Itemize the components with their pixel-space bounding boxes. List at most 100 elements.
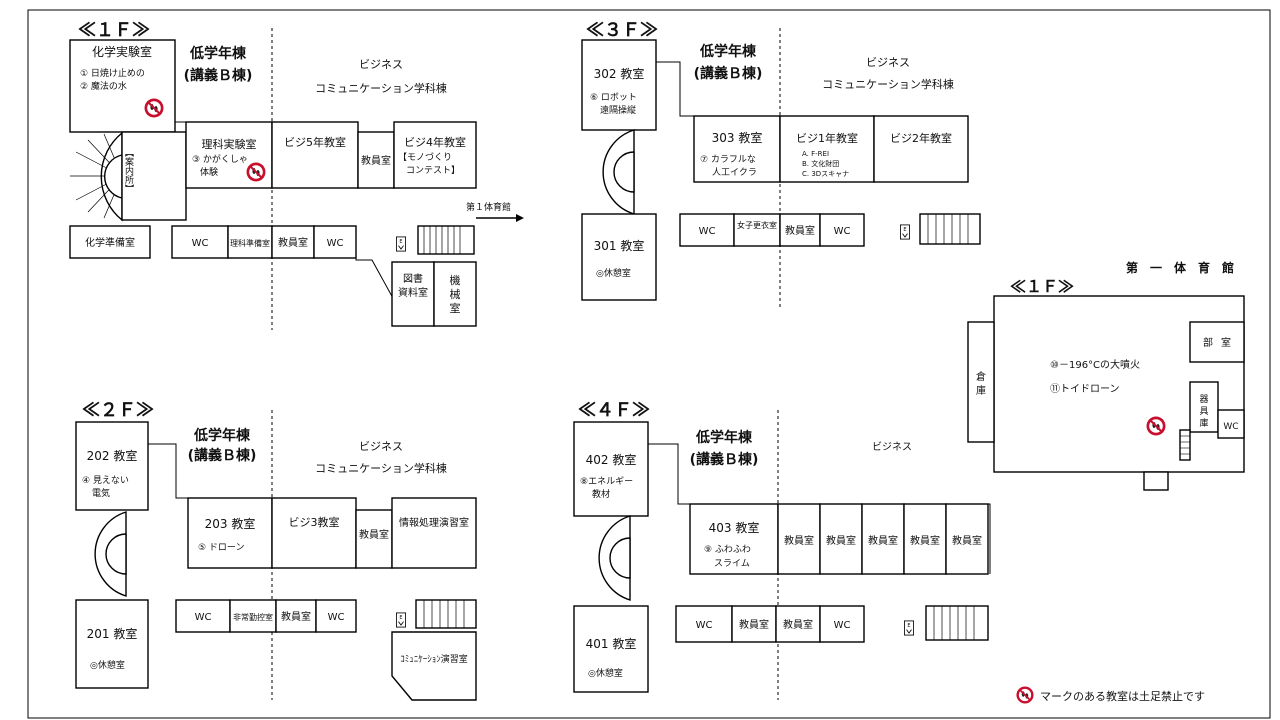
floor-1f-header: ≪１Ｆ≫ — [78, 20, 150, 41]
biz-label-1: ビジネス — [359, 440, 403, 453]
no-shoes-icon — [246, 162, 266, 182]
science-lab-note-1: ③ かがくしゃ — [192, 153, 248, 165]
club-label-2: 室 — [1221, 336, 1231, 349]
elevator-icon — [900, 224, 910, 240]
room-303-label: 303 教室 — [712, 130, 763, 145]
low-grade-label-1: 低学年棟 — [695, 429, 753, 446]
biz-label-2: コミュニケーション学科棟 — [822, 77, 954, 91]
page-frame — [27, 9, 1271, 719]
wc-4f-b — [819, 605, 865, 643]
elevator-icon — [396, 612, 406, 628]
biji3-label: ビジ3教室 — [289, 515, 340, 529]
monozukuri-1: 【モノづくり — [398, 152, 452, 163]
biji1-label: ビジ1年教室 — [796, 131, 858, 145]
gym-wc — [1217, 409, 1245, 439]
low-grade-label-2: (講義Ｂ棟) — [690, 451, 759, 468]
biji1-note-b: B. 文化財団 — [802, 159, 839, 168]
room-staff-1f — [357, 131, 395, 189]
monozukuri-2: コンテスト】 — [406, 165, 460, 176]
biz-label-1: ビジネス — [872, 441, 912, 453]
info-label: 【案内所】 — [123, 148, 134, 193]
room-library — [391, 261, 435, 327]
wc-1f-b — [313, 225, 357, 259]
chem-lab-label: 化学実験室 — [92, 44, 152, 59]
storage-label-1: 倉 — [976, 370, 986, 383]
club-room — [1189, 321, 1245, 363]
room-402-note-2: 教材 — [592, 488, 610, 500]
wc-3f-b — [819, 213, 865, 247]
room-biji4 — [393, 121, 477, 189]
biz-label-2: コミュニケーション学科棟 — [315, 461, 447, 475]
gym-1: 第 一 体 育 館 ≪１Ｆ≫ 倉 庫 ⑩－196°Cの大噴火 ⑪トイドローン 部… — [967, 260, 1245, 491]
room-203-note: ⑤ ドローン — [198, 543, 244, 553]
stairs-4f — [925, 605, 989, 641]
gym-event-2: ⑪トイドローン — [1050, 383, 1120, 395]
wc-label-2: WC — [834, 620, 851, 631]
machine-label-3: 室 — [450, 301, 461, 315]
room-301-note: ◎休憩室 — [596, 267, 631, 279]
machine-label-2: 械 — [450, 287, 461, 301]
info-booth — [121, 131, 187, 221]
legend-text: マークのある教室は土足禁止です — [1040, 689, 1205, 703]
floor-3f-header: ≪３Ｆ≫ — [586, 20, 658, 41]
room-403-note-2: スライム — [714, 558, 750, 569]
floor-1f: ≪１Ｆ≫ 化学実験室 ① 日焼け止めの ② 魔法の水 低学年棟 (講義Ｂ棟) ビ… — [69, 20, 524, 330]
room-302-label: 302 教室 — [594, 66, 645, 81]
room-staff-4f-d — [903, 503, 947, 575]
wc-4f-a — [675, 605, 733, 643]
low-grade-label-2: (講義Ｂ棟) — [188, 447, 257, 464]
wc-label: WC — [696, 620, 713, 631]
wc-label: WC — [195, 612, 212, 623]
elevator-icon — [396, 236, 406, 252]
staff-label-2: 教員室 — [281, 610, 311, 623]
room-201-note: ◎休憩室 — [90, 659, 125, 671]
legend: マークのある教室は土足禁止です — [1016, 686, 1205, 704]
staff-label-2: 教員室 — [278, 236, 308, 249]
room-401-label: 401 教室 — [586, 636, 637, 651]
wc-1f-a — [171, 225, 229, 259]
library-label-1: 図書 — [403, 272, 423, 285]
staff-label-g: 教員室 — [783, 618, 813, 631]
room-202 — [75, 421, 149, 511]
storage-label-2: 庫 — [976, 384, 986, 397]
science-lab-label: 理科実験室 — [202, 137, 257, 151]
elevator-icon — [904, 620, 914, 636]
biji1-note-a: A. F-REI — [802, 150, 829, 158]
room-402-label: 402 教室 — [586, 452, 637, 467]
biji2-label: ビジ2年教室 — [890, 131, 952, 145]
room-301 — [581, 213, 657, 301]
room-402 — [573, 421, 649, 517]
stairs-2f — [415, 599, 477, 629]
room-staff-1f-b — [271, 225, 315, 259]
floor-3f: ≪３Ｆ≫ 302 教室 ⑥ ロボット 遠隔操縦 低学年棟 (講義Ｂ棟) ビジネス… — [581, 20, 981, 310]
comm-lab-label: ｺﾐｭﾆｹｰｼｮﾝ演習室 — [400, 653, 468, 665]
room-nurse — [229, 599, 277, 633]
gym-wc-label: WC — [1223, 422, 1238, 432]
equip-label-3: 庫 — [1199, 417, 1208, 429]
biji1-note-c: C. 3Dスキャナ — [802, 170, 849, 178]
floor-4f: ≪４Ｆ≫ 402 教室 ⑧エネルギー 教材 低学年棟 (講義Ｂ棟) ビジネス 4… — [573, 400, 991, 700]
staff-label-e: 教員室 — [952, 534, 982, 547]
low-grade-label-2: (講義Ｂ棟) — [694, 65, 763, 82]
biz-label-1: ビジネス — [359, 58, 403, 71]
room-staff-4f-g — [775, 605, 821, 643]
room-girls — [733, 213, 781, 247]
staff-label-f: 教員室 — [739, 618, 769, 631]
room-comm-lab — [391, 631, 477, 701]
room-401 — [573, 605, 649, 693]
room-staff-2f — [355, 509, 393, 569]
science-prep-label: 理科準備室 — [230, 238, 270, 248]
room-403 — [689, 503, 779, 575]
room-303 — [693, 115, 781, 183]
room-203-label: 203 教室 — [205, 516, 256, 531]
room-202-label: 202 教室 — [87, 448, 138, 463]
wc-label: WC — [699, 226, 716, 237]
club-label-1: 部 — [1203, 336, 1213, 349]
gym-floor-header: ≪１Ｆ≫ — [1010, 277, 1074, 296]
machine-label-1: 機 — [450, 273, 461, 287]
equip-label-1: 器 — [1199, 394, 1208, 405]
biz-label-2: コミュニケーション学科棟 — [315, 81, 447, 95]
chem-lab-note-1: ① 日焼け止めの — [80, 67, 145, 79]
floor-4f-header: ≪４Ｆ≫ — [578, 400, 650, 421]
